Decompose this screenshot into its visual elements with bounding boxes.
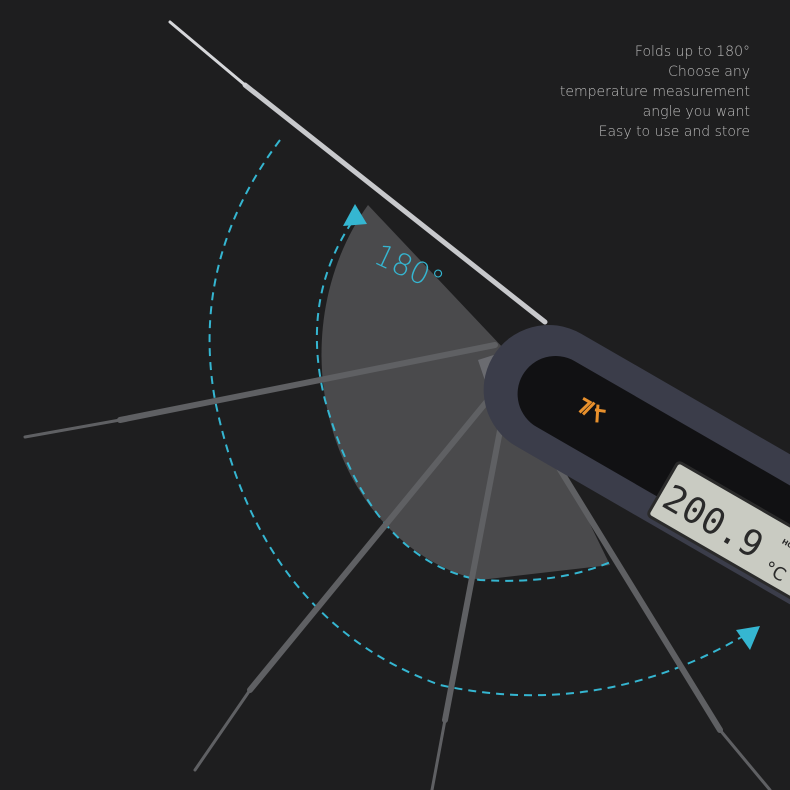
probe-lower-left — [247, 397, 491, 693]
rotation-sector — [321, 205, 610, 580]
caption-line: Choose any — [668, 64, 750, 80]
probe-left — [117, 342, 498, 423]
probe-down-tip — [430, 718, 447, 790]
probe-extended — [242, 82, 548, 325]
lcd-hold: HOLD — [780, 538, 790, 556]
arrow-right-icon — [736, 626, 760, 650]
probe-extended-tip — [168, 20, 247, 87]
feature-caption: Folds up to 180° Choose any temperature … — [560, 42, 750, 142]
probe-lower-right — [545, 447, 723, 733]
caption-line: Easy to use and store — [598, 124, 750, 140]
caption-line: temperature measurement — [559, 84, 750, 100]
probe-left-tip — [23, 418, 122, 439]
inner-dashed-arc — [315, 221, 616, 582]
arrow-up-icon — [343, 204, 367, 226]
probe-lower-right-tip — [718, 728, 772, 790]
probe-lower-left-tip — [193, 688, 252, 772]
caption-line: angle you want — [642, 104, 750, 120]
caption-line: Folds up to 180° — [634, 44, 750, 60]
brand-logo — [578, 397, 606, 423]
probe-down — [442, 417, 505, 723]
probe-positions — [23, 20, 772, 790]
lcd-display — [647, 461, 790, 602]
outer-dashed-arc — [208, 139, 746, 697]
